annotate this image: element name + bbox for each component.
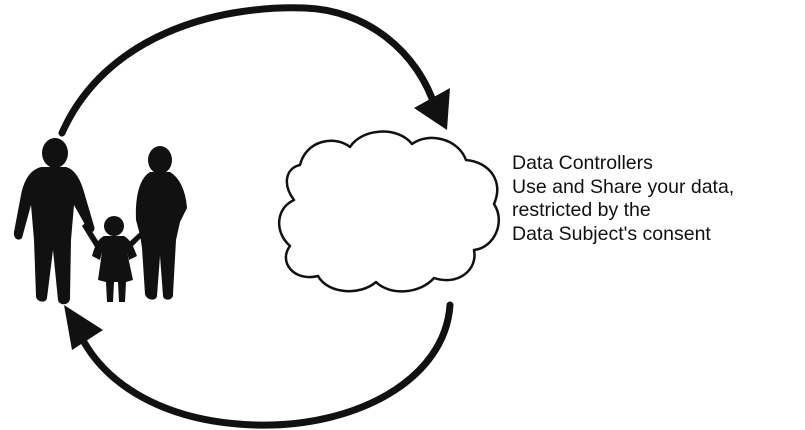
caption-line-2: Use and Share your data, <box>512 175 735 198</box>
child-silhouette <box>82 216 143 302</box>
caption-line-1: Data Controllers <box>512 152 653 174</box>
caption-line-3: restricted by the <box>512 199 651 221</box>
father-silhouette <box>13 138 95 305</box>
top-arrowhead <box>414 88 450 130</box>
top-arc-arrow-icon <box>58 4 450 137</box>
top-arc-line <box>58 4 440 137</box>
data-controllers-caption: Data Controllers Use and Share your data… <box>512 152 797 246</box>
mother-silhouette <box>135 146 187 300</box>
family-silhouette-icon <box>13 138 187 305</box>
bottom-arrowhead <box>64 305 103 350</box>
bottom-arc-line <box>71 301 454 429</box>
caption-line-4: Data Subject's consent <box>512 222 711 245</box>
bottom-arc-arrow-icon <box>64 301 454 429</box>
cloud-icon <box>277 130 500 293</box>
